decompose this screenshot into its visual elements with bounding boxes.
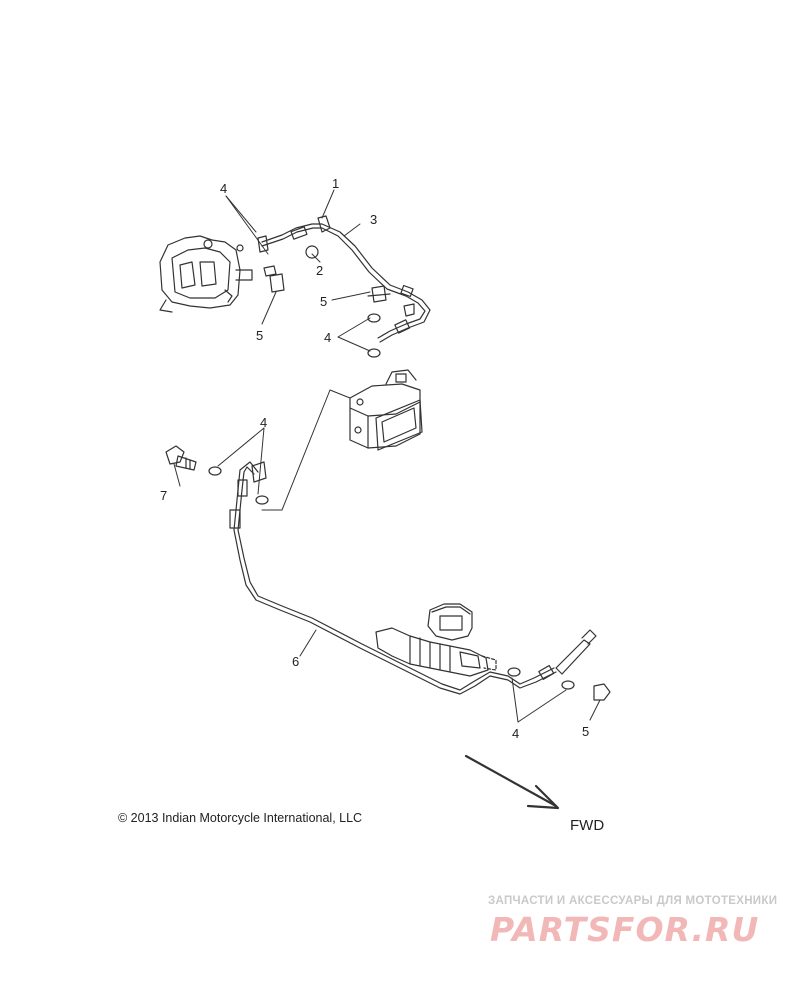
callout-4: 4	[220, 181, 227, 196]
brake-caliper	[159, 235, 253, 313]
watermark-logo: PARTSFOR.RU	[490, 910, 760, 949]
direction-label: FWD	[570, 817, 605, 834]
callout-1: 1	[332, 176, 339, 191]
copyright-notice: © 2013 Indian Motorcycle International, …	[118, 811, 363, 825]
callout-5: 5	[320, 294, 327, 309]
upper-brake-line	[257, 215, 431, 358]
master-cylinder	[375, 603, 611, 701]
callout-5: 5	[256, 328, 263, 343]
callout-4: 4	[324, 330, 331, 345]
watermark-tagline: ЗАПЧАСТИ И АКСЕССУАРЫ ДЛЯ МОТОТЕХНИКИ	[488, 895, 778, 907]
callout-3: 3	[370, 212, 377, 227]
abs-module	[349, 369, 423, 451]
callout-2: 2	[316, 263, 323, 278]
callout-leaders	[173, 189, 601, 723]
callout-5: 5	[582, 724, 589, 739]
callout-4: 4	[512, 726, 519, 741]
banjo-bolt-7	[165, 445, 269, 505]
callout-6: 6	[292, 654, 299, 669]
forward-arrow-icon	[464, 754, 560, 810]
lower-brake-line	[229, 461, 597, 695]
callout-7: 7	[160, 488, 167, 503]
callout-4: 4	[260, 415, 267, 430]
